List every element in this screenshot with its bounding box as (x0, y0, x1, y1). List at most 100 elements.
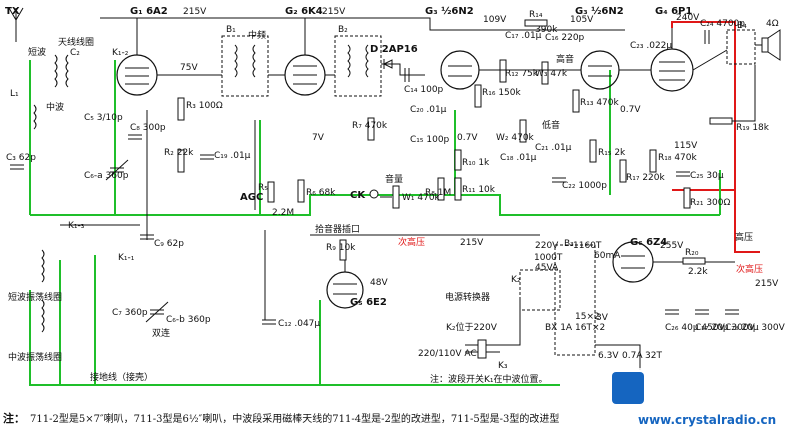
label-labels-c7v: C₇ 360p (112, 308, 148, 318)
label-labels-c6av: C₆-a 360p (84, 171, 129, 181)
wire-b2-d (381, 63, 425, 76)
label-labels-c17: C₁₇ .01μ (505, 31, 542, 41)
resistor-r5 (267, 181, 275, 203)
label-voltages-v109: 109V (483, 15, 507, 25)
wire-feedback (732, 65, 756, 122)
coil-osc-medium (41, 299, 45, 333)
label-labels-r14: R₁₄ (529, 10, 543, 20)
label-voltages-v105: 105V (570, 15, 594, 25)
output-transformer-b4 (726, 29, 756, 65)
label-labels-w3: W₃ 47k (535, 69, 568, 79)
label-labels-agc: AGC (240, 192, 263, 203)
label-labels-dual: 双连 (152, 327, 170, 339)
ground-bus-top (30, 194, 720, 216)
label-labels-k13: K₁-₃ (68, 221, 85, 231)
coil-osc-short (41, 249, 45, 283)
label-labels-c5v: C₅ 3/10p (84, 113, 123, 123)
label-labels-c26: C₂₆ 40μ 450V (665, 323, 726, 333)
if-transformer-b1 (221, 35, 269, 97)
label-labels-r19: R₁₉ 18k (736, 123, 770, 133)
resistor-r17 (619, 159, 627, 183)
coil-antenna (54, 54, 58, 88)
label-labels-high-v: 高压 (735, 231, 753, 243)
label-labels-zhong: 中频 (248, 29, 266, 41)
variable-capacitor-c6a[interactable] (105, 159, 129, 181)
label-labels-k11: K₁-₁ (118, 253, 135, 263)
label-labels-c22: C₂₂ 1000p (562, 181, 607, 191)
capacitor-c19 (200, 154, 214, 160)
label-labels-b4: B₄ (737, 21, 747, 31)
b-plus-rail-top (100, 17, 625, 31)
label-labels-antenna-coil: 天线线圈 (58, 36, 94, 48)
label-labels-c24: C₂₄ 4700p (700, 19, 745, 29)
label-labels-t1000: 1000T (534, 253, 563, 263)
bass-potentiometer-w2[interactable] (519, 119, 527, 143)
resistor-r14 (524, 19, 548, 27)
label-labels-ma45: 45VA (535, 263, 559, 273)
label-labels-r17: R₁₇ 220k (626, 173, 666, 183)
label-tubes-g6: G₆ 6Z4 (630, 237, 667, 248)
wire-pwr (500, 300, 521, 346)
label-labels-bx: BX 1A (545, 323, 573, 333)
label-voltages-v3: 3V (596, 313, 609, 323)
label-labels-pickup: 拾音器插口 (315, 223, 360, 235)
wire-heater (595, 344, 641, 370)
label-labels-c8v: C₈ 300p (130, 123, 166, 133)
label-labels-d2ap16: D 2AP16 (370, 44, 418, 55)
label-voltages-v48: 48V (370, 278, 388, 288)
label-labels-c6bv: C₆-b 360p (166, 315, 211, 325)
logo-url: www.crystalradio.cn (638, 413, 776, 427)
label-labels-t15: 15×2 (575, 312, 600, 322)
power-switch-box (519, 269, 561, 311)
label-labels-k390: 390k (535, 25, 558, 35)
logo-text-cn: 矿石收音机 (648, 376, 758, 402)
label-labels-bass: 低音 (542, 119, 560, 131)
label-labels-r9: R₉ 10k (326, 243, 356, 253)
high-voltage-wire (671, 21, 760, 253)
volume-potentiometer-w1[interactable] (380, 185, 400, 209)
label-labels-c3v: C₃ 62p (6, 153, 36, 163)
label-labels-k2: K₂ (511, 275, 521, 285)
resistor-r11 (454, 177, 462, 201)
label-tubes-g3b: G₃ ½6N2 (575, 6, 624, 17)
label-voltages-v7: 7V (312, 133, 325, 143)
label-voltages-v215-c: 215V (460, 238, 484, 248)
label-labels-second-hv2: 次高压 (736, 263, 763, 275)
label-labels-c25: C₂₅ 30μ (690, 171, 724, 181)
label-labels-c18: C₁₈ .01μ (500, 153, 537, 163)
resistor-r2 (177, 149, 185, 173)
power-transformer-b3 (554, 244, 596, 356)
capacitor-c25 (676, 171, 690, 177)
label-labels-w2: W₂ 470k (496, 133, 535, 143)
coil-b1-s (252, 44, 256, 78)
label-labels-t16: 16T×2 (575, 323, 605, 333)
label-labels-short-wave: 短波 (28, 46, 46, 58)
ac-plug-icon (465, 339, 500, 359)
label-labels-ac: 220/110V AC (418, 349, 477, 359)
label-labels-b3: B₃ (564, 239, 574, 249)
label-labels-r7: R₇ 470k (352, 121, 388, 131)
wire-g4-b4 (692, 49, 728, 71)
site-logo: 矿石收音机 www.crystalradio.cn (608, 368, 790, 432)
resistor-r16 (474, 84, 482, 108)
label-labels-ma60: 60mA (594, 251, 621, 261)
label-labels-m22: 2.2M (272, 208, 294, 218)
label-labels-c2: C₂ (70, 48, 80, 58)
label-labels-c28: C₂₈ 20μ 300V (725, 323, 786, 333)
pickup-jack[interactable] (369, 189, 379, 199)
resistor-r9 (339, 239, 347, 261)
resistor-r21 (683, 187, 691, 209)
resistor-r18 (649, 149, 657, 173)
capacitor-c28 (725, 309, 739, 315)
label-labels-r11: R₁₁ 10k (462, 185, 496, 195)
label-labels-t32: 32T (645, 351, 662, 361)
variable-capacitor-c6b[interactable] (145, 301, 169, 323)
coil-l1 (33, 104, 37, 130)
label-labels-r6: R₆ 68k (306, 188, 336, 198)
label-labels-c16: C₁₆ 220p (545, 33, 585, 43)
treble-potentiometer-w3[interactable] (541, 61, 549, 85)
label-labels-c20: C₂₀ .01μ (410, 105, 447, 115)
